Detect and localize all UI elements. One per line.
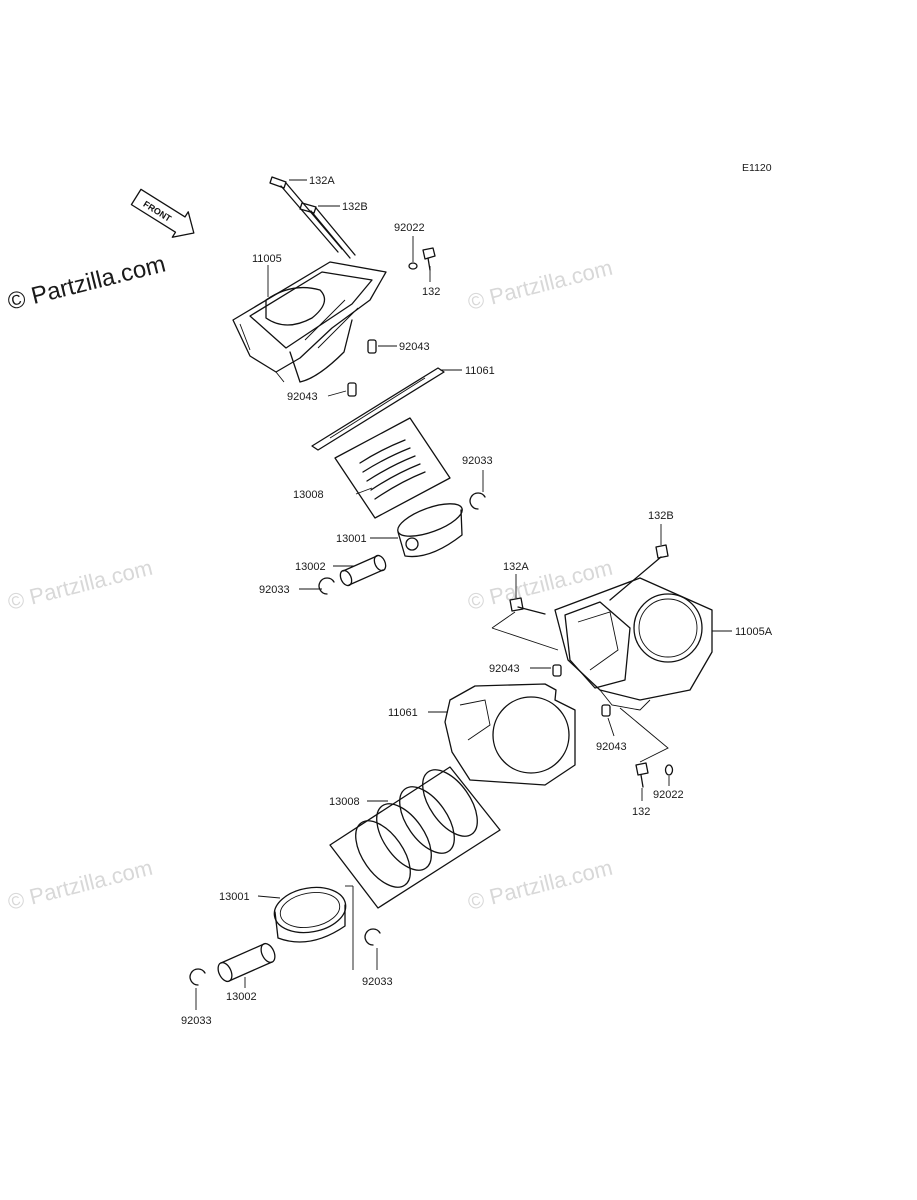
- bolt-132A-mid: [509, 597, 546, 615]
- label-13008: 13008: [293, 489, 324, 501]
- watermark: © Partzilla.com: [5, 555, 155, 615]
- front-arrow-icon: FRONT: [130, 188, 195, 238]
- circlip-92033-right: [469, 492, 486, 510]
- leader-lines: [195, 179, 732, 1010]
- label-92033: 92033: [462, 455, 493, 467]
- label-132B: 132B: [648, 510, 674, 522]
- label-11061: 11061: [465, 365, 495, 377]
- partzilla-watermark: © Partzilla.com: [5, 251, 168, 316]
- label-92022: 92022: [653, 789, 684, 801]
- circlip-92033-left: [318, 577, 335, 595]
- dowel-92043-a: [367, 339, 377, 354]
- gasket-11061-top: [311, 367, 445, 451]
- bolt-132-top: [422, 247, 436, 271]
- cylinder-11005A: [554, 577, 713, 711]
- label-92043: 92043: [287, 391, 318, 403]
- label-92022: 92022: [394, 222, 425, 234]
- cylinder-11005: [232, 261, 387, 383]
- bolt-132A-top: [269, 176, 343, 253]
- diagram-code: E1120: [742, 162, 772, 174]
- piston-13001-top: [397, 503, 463, 558]
- bolt-132-bottom: [635, 762, 649, 788]
- watermarks: © Partzilla.com © Partzilla.com © Partzi…: [5, 255, 615, 915]
- label-92033: 92033: [362, 976, 393, 988]
- ring-set-13008-bottom: [329, 766, 501, 909]
- label-132: 132: [422, 286, 440, 298]
- circlip-92033-bottom-left: [189, 968, 206, 986]
- watermark: © Partzilla.com: [465, 555, 615, 615]
- dowel-92043-b: [347, 382, 357, 397]
- watermark: © Partzilla.com: [465, 255, 615, 315]
- bolt-132B-top: [299, 202, 356, 259]
- label-13008: 13008: [329, 796, 360, 808]
- bolt-132B-mid: [609, 544, 669, 601]
- piston-13001-bottom: [273, 886, 347, 943]
- label-11005A: 11005A: [735, 626, 773, 638]
- dowel-92043-c: [552, 664, 562, 677]
- watermark: © Partzilla.com: [5, 855, 155, 915]
- label-13002: 13002: [295, 561, 326, 573]
- label-13001: 13001: [336, 533, 367, 545]
- label-92043: 92043: [489, 663, 520, 675]
- circlip-92033-bottom-right: [364, 928, 381, 946]
- label-92043: 92043: [399, 341, 430, 353]
- gasket-11061-bottom: [444, 683, 576, 786]
- dowel-92043-d: [601, 704, 611, 717]
- label-92033: 92033: [259, 584, 290, 596]
- label-132A: 132A: [309, 175, 335, 187]
- watermark: © Partzilla.com: [465, 855, 615, 915]
- label-11061: 11061: [388, 707, 418, 719]
- ring-set-13008-top: [334, 417, 451, 519]
- pin-13002-bottom: [217, 942, 276, 983]
- label-132B: 132B: [342, 201, 368, 213]
- label-132: 132: [632, 806, 650, 818]
- washer-92022-top: [408, 262, 418, 270]
- label-92043: 92043: [596, 741, 627, 753]
- label-13001: 13001: [219, 891, 250, 903]
- label-132A: 132A: [503, 561, 529, 573]
- pin-13002-top: [339, 554, 387, 587]
- label-11005: 11005: [252, 253, 282, 265]
- washer-92022-bottom: [664, 764, 674, 776]
- label-92033: 92033: [181, 1015, 212, 1027]
- label-13002: 13002: [226, 991, 257, 1003]
- part-labels: 132A 132B 92022 132 11005 92043 92043 11…: [181, 175, 773, 1027]
